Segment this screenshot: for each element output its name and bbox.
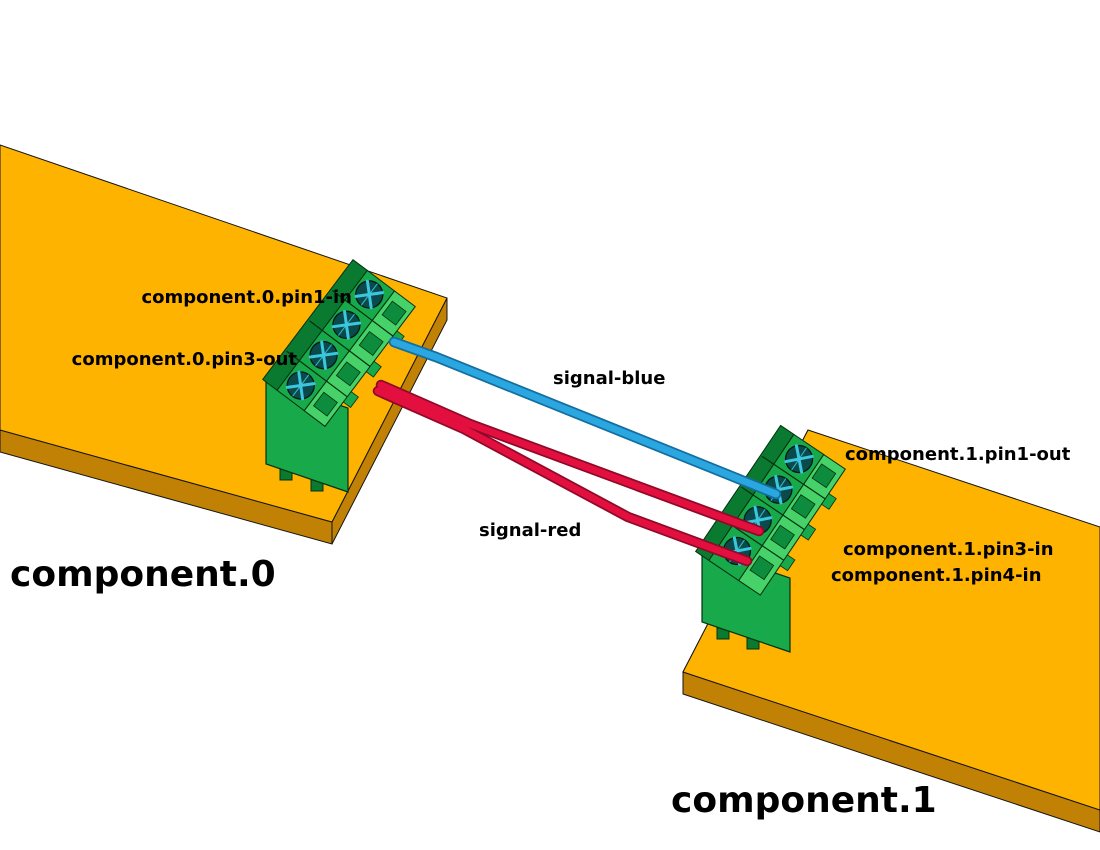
- connector-0-body: [262, 258, 416, 428]
- wire-entry-hole: [335, 361, 361, 387]
- latch-tab: [800, 523, 817, 541]
- latch-tab: [820, 492, 837, 510]
- screw-hatch: [292, 374, 310, 397]
- cell-separator: [741, 486, 805, 531]
- screw-hatch: [791, 447, 807, 471]
- signal-blue-wire: [388, 336, 782, 500]
- latch-tab: [342, 391, 359, 408]
- wire-core: [377, 381, 763, 535]
- label-component1-pin4: component.1.pin4-in: [831, 565, 1042, 586]
- latch-tab: [365, 360, 382, 378]
- cell-separator: [761, 455, 826, 500]
- screw-terminal-pin3: [308, 340, 339, 370]
- screw-hatch: [315, 344, 332, 367]
- wire-entry-hole: [770, 524, 795, 550]
- cell-separator: [286, 350, 348, 398]
- wire-core: [374, 387, 751, 565]
- wire-entry-hole: [381, 300, 407, 326]
- label-signal-blue: signal-blue: [553, 368, 665, 389]
- signal-red-wire: [372, 379, 765, 567]
- screw-terminal-pin1: [784, 444, 814, 474]
- screw-hatch: [338, 313, 355, 336]
- wire-entry-hole: [811, 463, 837, 489]
- label-component1-name: component.1: [671, 780, 937, 821]
- label-component1-pin1: component.1.pin1-out: [845, 444, 1071, 465]
- label-signal-red: signal-red: [479, 520, 581, 541]
- screw-terminal-pin1: [354, 279, 385, 310]
- wire-entry-hole: [358, 331, 384, 356]
- wire-entry-hole: [790, 494, 816, 519]
- wire-entry-hole: [312, 391, 338, 417]
- label-component0-pin3: component.0.pin3-out: [72, 349, 298, 370]
- label-component1-pin3: component.1.pin3-in: [843, 539, 1054, 560]
- label-component0-pin1: component.0.pin1-in: [141, 287, 352, 308]
- wire-core: [390, 338, 780, 498]
- screw-hatch: [360, 283, 378, 306]
- wire-entry-hole: [749, 555, 775, 581]
- cell-separator: [331, 289, 394, 337]
- screw-terminal-pin2: [331, 310, 362, 340]
- screw-terminal-pin4: [285, 370, 316, 401]
- labels: component.0.pin1-in component.0.pin3-out…: [10, 287, 1071, 821]
- connector-0: [262, 258, 416, 493]
- cell-separator: [309, 320, 371, 367]
- label-component0-name: component.0: [10, 554, 276, 595]
- latch-tab: [779, 554, 796, 572]
